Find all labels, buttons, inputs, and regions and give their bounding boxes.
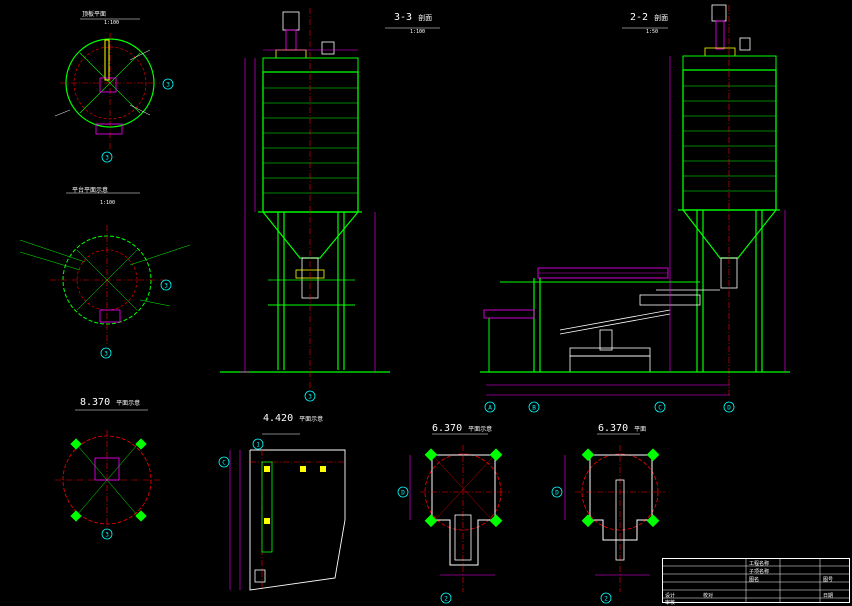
mid-plan-scale: 1:100: [100, 200, 116, 206]
plan-6370-b-title: 6.370 平面: [598, 424, 646, 434]
plan-4420-view: [218, 433, 346, 591]
plan-8370-view: [55, 409, 160, 540]
title-block-row-4: 设计: [665, 593, 676, 599]
mid-plan-view: [19, 192, 191, 359]
plan-6370-a-view: [397, 433, 510, 604]
plan-8370-number: 8.370: [80, 397, 111, 408]
axis-bubble-label: C: [658, 405, 662, 412]
section-3-3-title: 3-3 剖面: [394, 13, 432, 23]
plan-8370-title: 8.370 平面示意: [80, 398, 140, 408]
axis-bubble-label: 3: [105, 532, 109, 539]
section-2-2-title: 2-2 剖面: [630, 13, 668, 23]
title-block-row-1: 工程名称: [749, 561, 770, 567]
mid-plan-title: 平台平面示意: [72, 187, 109, 194]
plan-6370-b-number: 6.370: [598, 423, 629, 434]
axis-bubble-label: 1: [256, 442, 260, 449]
plan-6370-a-number: 6.370: [432, 423, 463, 434]
plan-8370-word: 平面示意: [116, 400, 141, 407]
title-block-grid: [662, 558, 850, 603]
title-block-row-3: 图名: [749, 577, 760, 583]
axis-bubble-label: 2: [444, 596, 448, 603]
top-plan-scale: 1:100: [104, 20, 120, 26]
plan-4420-number: 4.420: [263, 413, 294, 424]
top-plan-view: [54, 18, 174, 163]
section-2-2-scale: 1:50: [646, 29, 659, 35]
axis-bubble-label: 3: [308, 394, 312, 401]
section-2-2-word: 剖面: [654, 14, 669, 22]
top-plan-title: 顶板平面: [82, 11, 107, 18]
section-2-2-elevation: [480, 4, 790, 413]
plan-6370-a-word: 平面示意: [468, 426, 493, 433]
axis-bubble-label: 3: [166, 82, 170, 89]
axis-bubble-label: D: [401, 490, 405, 497]
plan-4420-word: 平面示意: [299, 416, 324, 423]
plan-4420-title: 4.420 平面示意: [263, 414, 323, 424]
axis-bubble-label: B: [532, 405, 536, 412]
axis-bubble-label: 3: [105, 155, 109, 162]
axis-bubble-label: D: [727, 405, 731, 412]
axis-bubble-label: 3: [164, 283, 168, 290]
axis-bubble-label: A: [488, 405, 492, 412]
axis-bubble-label: 3: [104, 351, 108, 358]
plan-6370-a-title: 6.370 平面示意: [432, 424, 492, 434]
section-3-3-elevation: [220, 8, 440, 402]
section-3-3-word: 剖面: [418, 14, 433, 22]
section-2-2-number: 2-2: [630, 12, 649, 23]
section-3-3-number: 3-3: [394, 12, 413, 23]
axis-bubble-label: C: [222, 460, 226, 467]
title-block-row-5: 校对: [703, 593, 714, 599]
section-3-3-scale: 1:100: [410, 29, 426, 35]
title-block-date: 日期: [823, 593, 834, 599]
plan-6370-b-view: [551, 433, 665, 604]
title-block-row-6: 审核: [665, 600, 676, 606]
axis-bubble-label: D: [555, 490, 559, 497]
title-block: 工程名称 子项名称 图名 设计 校对 审核 图号 日期: [662, 558, 850, 606]
plan-6370-b-word: 平面: [634, 426, 647, 433]
axis-bubble-label: 2: [604, 596, 608, 603]
title-block-drawing-no: 图号: [823, 577, 834, 583]
title-block-row-2: 子项名称: [749, 569, 770, 575]
